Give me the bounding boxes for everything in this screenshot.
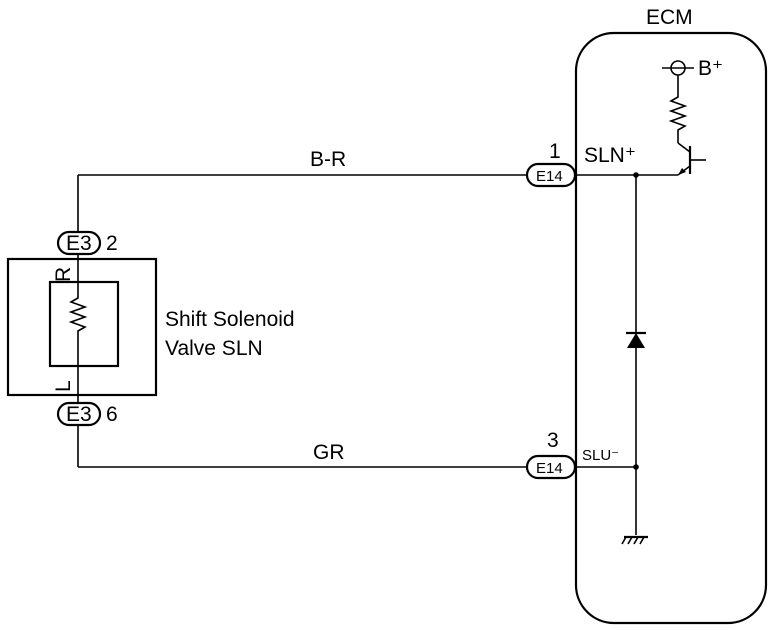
transistor [677,146,706,176]
wire-sol-out-label: L [52,380,75,392]
sol-pin-bottom: 6 [106,403,118,426]
svg-text:E3: E3 [66,403,92,426]
ecm-title: ECM [646,6,693,29]
node-bottom [633,464,639,470]
svg-text:E14: E14 [536,168,563,185]
solenoid-coil-box [48,280,120,368]
wire-sol-in-label: R [52,267,75,282]
solenoid-coil-resistor [68,282,88,366]
solenoid-housing [6,257,158,397]
ecm-box [574,31,768,625]
diode [626,331,646,348]
ecm-resistor [668,93,688,137]
power-supply: B⁺ [662,57,723,93]
solenoid-label-line1: Shift Solenoid [165,308,295,331]
solenoid-label-line2: Valve SLN [165,337,263,360]
ecm-pin-bottom: 3 [547,429,559,452]
wire-bottom-label: GR [313,441,345,464]
sol-pin-top: 2 [106,232,118,255]
ecm-pin-top: 1 [549,140,561,163]
ecm-connector-bottom: E14 3 [525,429,577,480]
wire-top-label: B-R [310,148,346,171]
svg-text:E14: E14 [536,460,563,477]
ground-icon [621,535,648,545]
terminal-sln-plus: SLN⁺ [584,144,636,167]
svg-text:E3: E3 [66,232,92,255]
sol-connector-top: E3 2 [56,230,118,256]
ecm-connector-top: E14 1 [525,140,577,188]
sol-connector-bottom: E3 6 [56,401,118,427]
power-label: B⁺ [698,57,723,80]
terminal-slu-minus: SLU⁻ [582,447,619,464]
